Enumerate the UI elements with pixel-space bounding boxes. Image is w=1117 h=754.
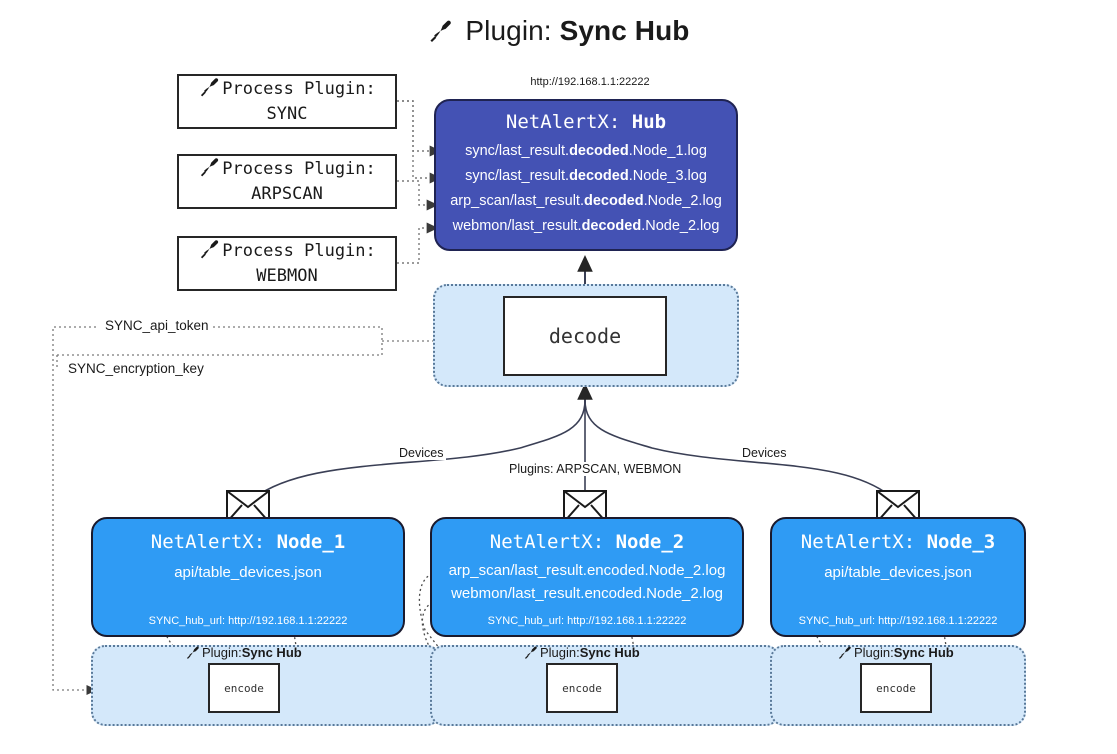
- plugin-tag-name: Sync Hub: [241, 645, 302, 660]
- plugin-tag-prefix: Plugin:: [854, 645, 894, 660]
- hub-log-mid: decoded: [583, 193, 644, 209]
- node-file-line: api/table_devices.json: [824, 564, 972, 581]
- hub-title-prefix: NetAlertX:: [505, 111, 632, 133]
- plug-icon: [198, 76, 220, 102]
- hub-log-post: .Node_3.log: [628, 168, 707, 184]
- plug-icon: [523, 645, 538, 660]
- hub-log-mid: decoded: [581, 218, 642, 234]
- node-title-prefix: NetAlertX:: [150, 531, 277, 553]
- process-plugin-arpscan[interactable]: Process Plugin: ARPSCAN: [177, 154, 397, 209]
- process-plugin-sync[interactable]: Process Plugin: SYNC: [177, 74, 397, 129]
- plugin-tag-prefix: Plugin:: [540, 645, 580, 660]
- hub-log-mid: decoded: [569, 143, 629, 159]
- encode-label: encode: [224, 681, 264, 695]
- node-1[interactable]: NetAlertX: Node_1 api/table_devices.json…: [91, 517, 405, 637]
- hub-log-pre: webmon/last_result.: [452, 218, 582, 234]
- envelope-icon: [563, 490, 607, 523]
- page-title: Plugin: Sync Hub: [0, 15, 1117, 47]
- node-title-prefix: NetAlertX:: [800, 531, 927, 553]
- plug-icon: [427, 15, 461, 46]
- encode-box-3[interactable]: encode: [860, 663, 932, 713]
- node-title-name: Node_1: [276, 531, 346, 553]
- node-title: NetAlertX: Node_3: [801, 531, 995, 553]
- node-3[interactable]: NetAlertX: Node_3 api/table_devices.json…: [770, 517, 1026, 637]
- node-file-line: api/table_devices.json: [174, 564, 322, 581]
- plug-icon: [185, 645, 200, 660]
- node-2[interactable]: NetAlertX: Node_2 arp_scan/last_result.e…: [430, 517, 744, 637]
- process-plugin-label: Process Plugin:: [222, 158, 376, 179]
- encode-box-2[interactable]: encode: [546, 663, 618, 713]
- hub-log-post: .Node_2.log: [641, 218, 720, 234]
- node-hub-url: SYNC_hub_url: http://192.168.1.1:22222: [148, 615, 348, 627]
- token-label-encryption: SYNC_encryption_key: [66, 361, 206, 376]
- hub-log-line: sync/last_result.decoded.Node_3.log: [465, 164, 707, 189]
- plug-icon: [198, 156, 220, 182]
- node-file-line: arp_scan/last_result.encoded.Node_2.log: [448, 562, 726, 579]
- edge-label-devices-left: Devices: [396, 446, 447, 460]
- hub-log-mid: decoded: [569, 168, 629, 184]
- encode-label: encode: [562, 681, 602, 695]
- plugin-tag-name: Sync Hub: [893, 645, 954, 660]
- hub-title-name: Hub: [631, 111, 667, 133]
- decode-box[interactable]: decode: [503, 296, 667, 376]
- plugin-tag-2: Plugin: Sync Hub: [523, 645, 640, 660]
- plugin-tag-1: Plugin: Sync Hub: [185, 645, 302, 660]
- hub-log-line: arp_scan/last_result.decoded.Node_2.log: [450, 189, 722, 214]
- plugin-tag-3: Plugin: Sync Hub: [837, 645, 954, 660]
- hub-url: http://192.168.1.1:22222: [530, 76, 650, 88]
- hub-log-line: webmon/last_result.decoded.Node_2.log: [453, 214, 720, 239]
- edge-label-devices-right: Devices: [739, 446, 790, 460]
- plug-icon: [198, 238, 220, 264]
- edge-label-plugins: Plugins: ARPSCAN, WEBMON: [506, 462, 685, 476]
- title-name: Sync Hub: [559, 15, 690, 46]
- process-plugin-label: Process Plugin:: [222, 78, 376, 99]
- encode-label: encode: [876, 681, 916, 695]
- node-hub-url: SYNC_hub_url: http://192.168.1.1:22222: [487, 615, 687, 627]
- plug-icon: [837, 645, 852, 660]
- hub-log-post: .Node_2.log: [643, 193, 722, 209]
- title-prefix: Plugin:: [465, 15, 560, 46]
- process-plugin-webmon[interactable]: Process Plugin: WEBMON: [177, 236, 397, 291]
- process-plugin-name: ARPSCAN: [251, 184, 323, 204]
- encode-box-1[interactable]: encode: [208, 663, 280, 713]
- node-title: NetAlertX: Node_2: [490, 531, 684, 553]
- process-plugin-name: WEBMON: [256, 266, 318, 286]
- node-hub-url: SYNC_hub_url: http://192.168.1.1:22222: [798, 615, 998, 627]
- token-label-api: SYNC_api_token: [103, 318, 211, 333]
- hub-log-line: sync/last_result.decoded.Node_1.log: [465, 139, 707, 164]
- process-plugin-name: SYNC: [266, 104, 308, 124]
- node-title-name: Node_2: [615, 531, 685, 553]
- node-file-line: webmon/last_result.encoded.Node_2.log: [451, 585, 723, 602]
- hub-log-post: .Node_1.log: [628, 143, 707, 159]
- node-title-name: Node_3: [926, 531, 996, 553]
- hub-log-pre: sync/last_result.: [465, 168, 570, 184]
- node-title-prefix: NetAlertX:: [489, 531, 616, 553]
- plugin-tag-name: Sync Hub: [579, 645, 640, 660]
- hub-node[interactable]: NetAlertX: Hub sync/last_result.decoded.…: [434, 99, 738, 251]
- decode-label: decode: [548, 324, 622, 348]
- node-title: NetAlertX: Node_1: [151, 531, 345, 553]
- plugin-tag-prefix: Plugin:: [202, 645, 242, 660]
- process-plugin-label: Process Plugin:: [222, 240, 376, 261]
- hub-title: NetAlertX: Hub: [506, 111, 666, 133]
- hub-log-pre: sync/last_result.: [465, 143, 570, 159]
- hub-log-pre: arp_scan/last_result.: [450, 193, 584, 209]
